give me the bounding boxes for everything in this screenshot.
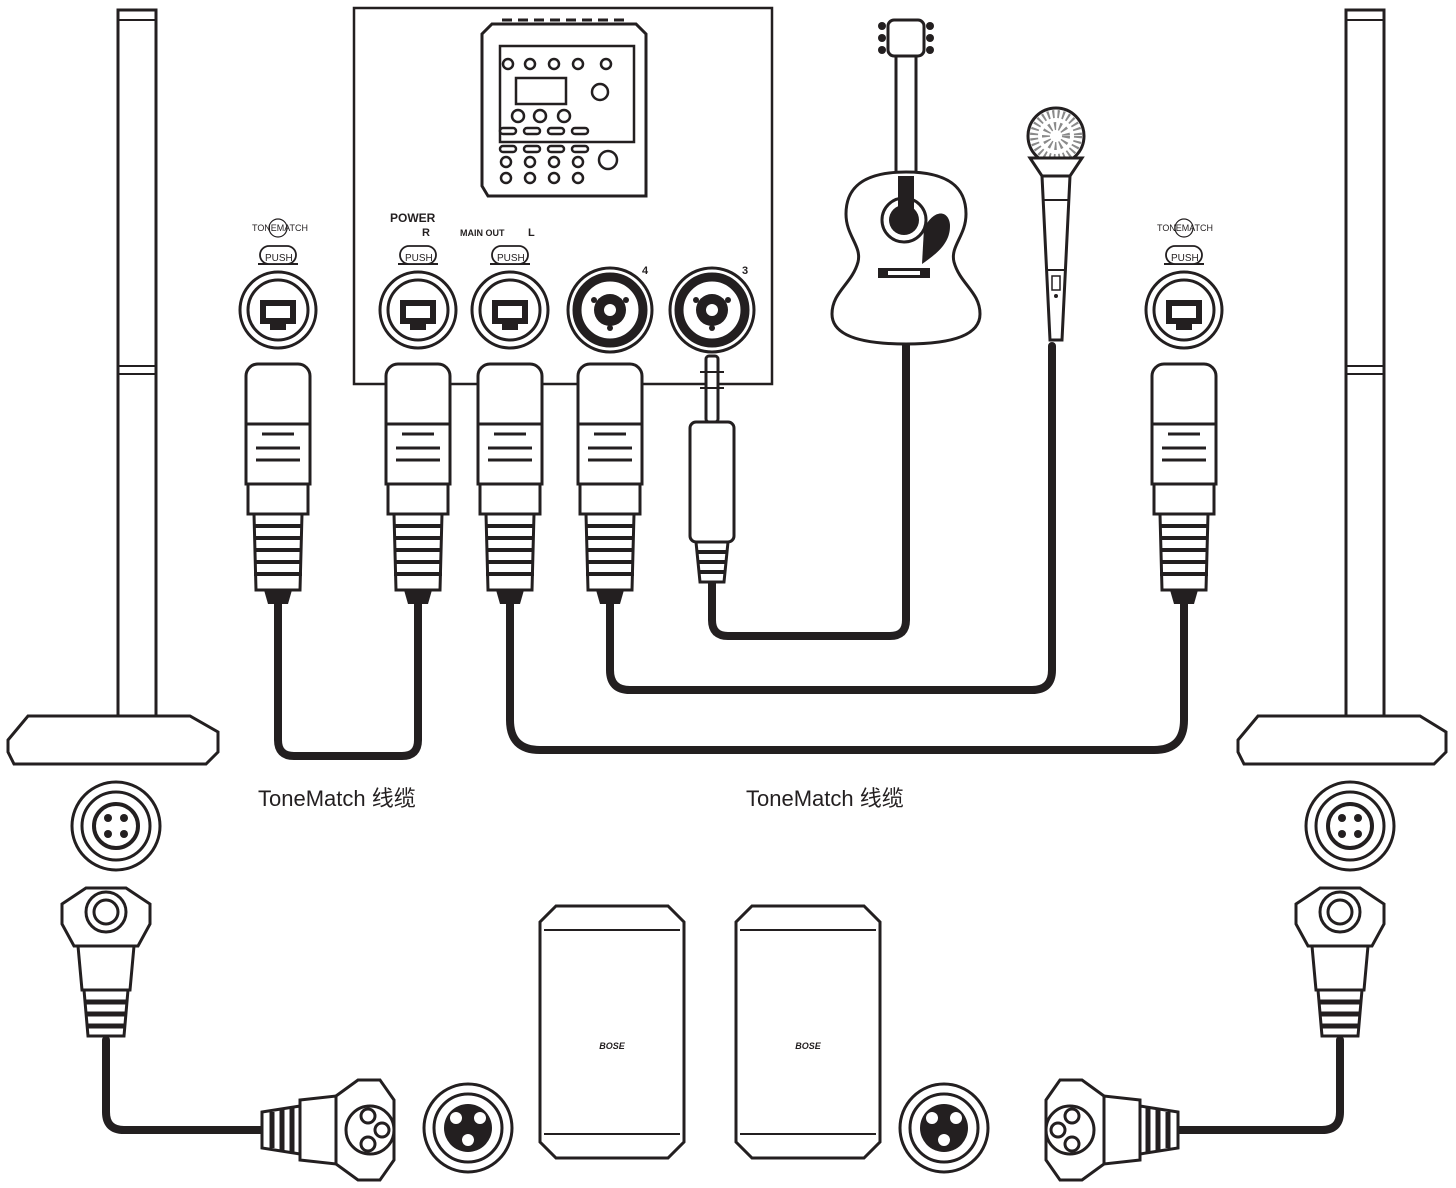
tonematch-logo-text-right: TONEMATCH — [1157, 223, 1213, 233]
power-connector-face-top-right — [1304, 780, 1396, 872]
combo-jack-3-icon — [670, 268, 754, 352]
guitar-icon — [830, 18, 982, 346]
combo-jack-4-icon — [568, 268, 652, 352]
subwoofer-left-icon — [538, 904, 686, 1160]
tonematch-socket-left-speaker — [238, 262, 318, 350]
power-cable-right — [1172, 1036, 1344, 1134]
channel-4-label: 4 — [642, 265, 649, 277]
power-plug-horizontal-left — [260, 1078, 396, 1182]
right-label: R — [422, 227, 430, 239]
main-out-label: MAIN OUT — [460, 228, 505, 238]
column-speaker-left-icon — [6, 8, 220, 766]
quarter-inch-plug-icon — [688, 354, 736, 584]
tonematch-socket-right-speaker — [1144, 262, 1224, 350]
channel-3-label: 3 — [742, 265, 748, 277]
xlr-plug-channel-4 — [576, 362, 644, 606]
subwoofer-input-face-right — [898, 1082, 990, 1174]
tonematch-cable-left — [274, 596, 422, 760]
tonematch-logo-text-left: TONEMATCH — [252, 223, 308, 233]
cables — [274, 340, 1188, 760]
push-label-power-r: PUSH — [405, 253, 433, 264]
column-speaker-right-icon — [1236, 8, 1448, 766]
xlr-plug-power-r — [384, 362, 452, 606]
power-plug-vertical-left — [60, 886, 152, 1038]
power-cable-left — [102, 1036, 268, 1134]
push-label-right-speaker: PUSH — [1171, 253, 1199, 264]
power-connector-face-top-left — [70, 780, 162, 872]
microphone-icon — [1026, 106, 1086, 342]
left-label: L — [528, 227, 535, 239]
push-label-main-out-l: PUSH — [497, 253, 525, 264]
xlr-plug-main-out-l — [476, 362, 544, 606]
xlr-plug-left-speaker — [244, 362, 312, 606]
power-plug-horizontal-right — [1044, 1078, 1180, 1182]
tonematch-logo-left: TONEMATCH — [252, 218, 308, 238]
power-label: POWER — [390, 211, 436, 225]
tonematch-cable-caption-center: ToneMatch 线缆 — [746, 786, 904, 811]
tonematch-cable-caption-left: ToneMatch 线缆 — [258, 786, 416, 811]
xlr-plug-right-speaker — [1150, 362, 1218, 606]
brand-label-left: BOSE — [599, 1041, 626, 1051]
guitar-cable — [708, 340, 910, 640]
tonematch-logo-right: TONEMATCH — [1157, 218, 1213, 238]
subwoofer-right-icon — [734, 904, 882, 1160]
subwoofer-input-face-left — [422, 1082, 514, 1174]
power-plug-vertical-right — [1294, 886, 1386, 1038]
microphone-cable — [606, 342, 1056, 694]
mixer-icon — [480, 18, 648, 198]
push-label-left-speaker: PUSH — [265, 253, 293, 264]
brand-label-right: BOSE — [795, 1041, 822, 1051]
tonematch-cable-center — [506, 596, 1188, 754]
